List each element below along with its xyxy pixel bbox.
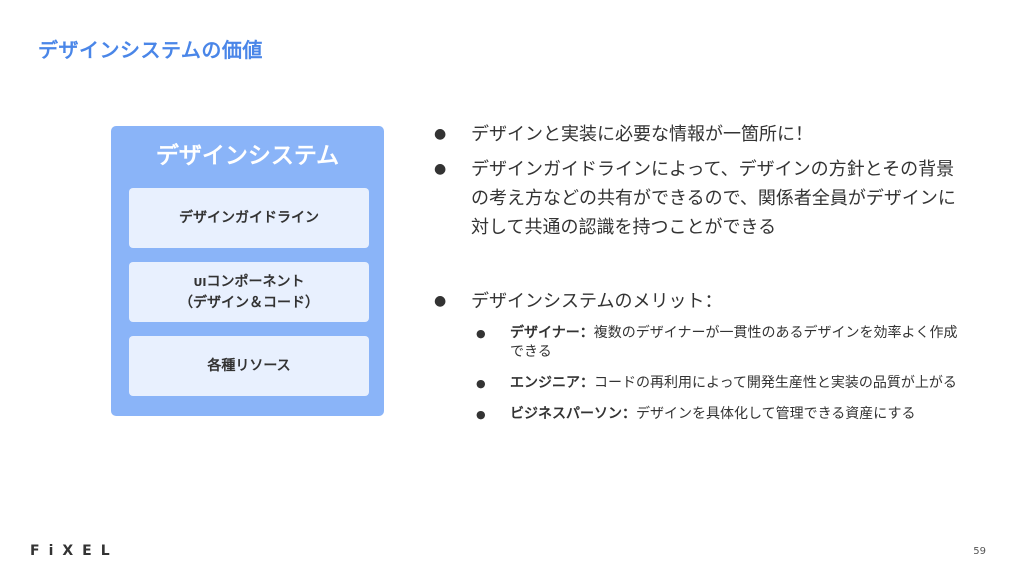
card-design-guideline: デザインガイドライン xyxy=(129,188,369,248)
card-ui-components: UIコンポーネント （デザイン＆コード） xyxy=(129,262,369,322)
sub-bullet-text: コードの再利用によって開発生産性と実装の品質が上がる xyxy=(594,375,957,391)
sub-bullet-dot-icon: ● xyxy=(476,377,486,390)
bullet-item: ● デザインガイドラインによって、デザインの方針とその背景の考え方などの共有がで… xyxy=(428,155,961,242)
sub-bullet-lead: デザイナー： xyxy=(510,325,594,341)
page-number: 59 xyxy=(973,546,986,557)
bullet-dot-icon: ● xyxy=(434,161,447,177)
fixel-logo: FiXEL xyxy=(30,543,119,559)
bullet-text: デザインと実装に必要な情報が一箇所に！ xyxy=(471,124,813,145)
bullet-dot-icon: ● xyxy=(434,126,447,142)
sub-bullet-lead: ビジネスパーソン： xyxy=(510,406,636,422)
bullet-item: ● デザインシステムのメリット： xyxy=(428,287,968,316)
slide-title: デザインシステムの価値 xyxy=(38,38,263,62)
sub-bullet-text: デザインを具体化して管理できる資産にする xyxy=(636,406,916,422)
sub-bullet-item: ● ビジネスパーソン：デザインを具体化して管理できる資産にする xyxy=(428,405,970,424)
bullet-text: デザインシステムのメリット： xyxy=(471,291,723,312)
sub-bullet-dot-icon: ● xyxy=(476,327,486,340)
bullet-text: デザインガイドラインによって、デザインの方針とその背景の考え方などの共有ができる… xyxy=(471,159,956,238)
bullet-item: ● デザインと実装に必要な情報が一箇所に！ xyxy=(428,120,968,149)
sub-bullet-item: ● エンジニア：コードの再利用によって開発生産性と実装の品質が上がる xyxy=(428,374,970,393)
sub-bullet-text: 複数のデザイナーが一貫性のあるデザインを効率よく作成できる xyxy=(510,325,958,360)
sub-bullet-dot-icon: ● xyxy=(476,408,486,421)
bullet-dot-icon: ● xyxy=(434,293,447,309)
sub-bullet-item: ● デザイナー：複数のデザイナーが一貫性のあるデザインを効率よく作成できる xyxy=(428,324,970,362)
bullet-list: ● デザインと実装に必要な情報が一箇所に！ ● デザインガイドラインによって、デ… xyxy=(428,120,968,424)
card-design-guideline-label: デザインガイドライン xyxy=(179,210,319,226)
design-system-panel: デザインシステム デザインガイドライン UIコンポーネント （デザイン＆コード）… xyxy=(111,126,384,416)
sub-bullet-list: ● デザイナー：複数のデザイナーが一貫性のあるデザインを効率よく作成できる ● … xyxy=(428,324,968,424)
card-resources-label: 各種リソース xyxy=(207,358,291,374)
card-resources: 各種リソース xyxy=(129,336,369,396)
panel-heading: デザインシステム xyxy=(155,143,340,169)
sub-bullet-lead: エンジニア： xyxy=(510,375,594,391)
card-ui-components-label: UIコンポーネント xyxy=(193,273,305,290)
card-ui-components-sub: （デザイン＆コード） xyxy=(179,294,319,311)
